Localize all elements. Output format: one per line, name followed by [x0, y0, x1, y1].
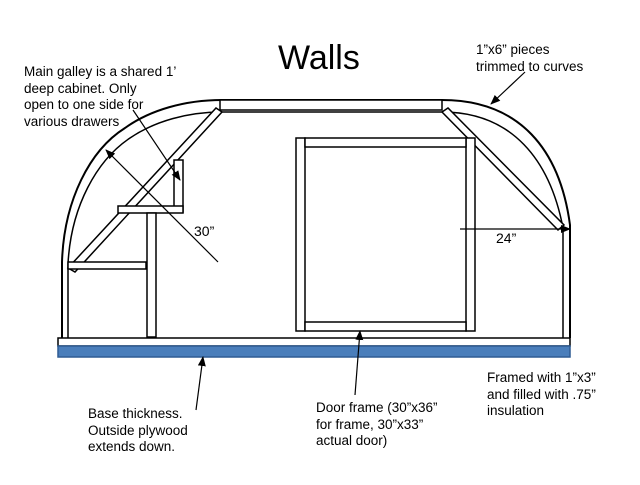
horizontal-dimension-label: 24” — [496, 230, 517, 246]
door-note: Door frame (30”x36” for frame, 30”x33” a… — [316, 400, 438, 448]
galley-note: Main galley is a shared 1’ deep cabinet.… — [24, 64, 177, 129]
left-diagonal-strut — [66, 107, 224, 273]
galley-arrow — [132, 109, 181, 181]
framing-note: Framed with 1”x3” and filled with .75” i… — [487, 370, 596, 418]
base-note: Base thickness. Outside plywood extends … — [88, 406, 188, 454]
inner-wall-profile — [67, 111, 564, 338]
trim-note: 1”x6” pieces trimmed to curves — [476, 42, 584, 74]
diagonal-dimension-label: 30” — [194, 223, 215, 239]
right-diagonal-strut — [440, 107, 566, 232]
floor-board — [57, 337, 571, 347]
door-frame-top — [304, 137, 467, 148]
door-arrow — [354, 330, 364, 396]
page-title: Walls — [278, 39, 360, 77]
diagonal-dimension-line — [105, 149, 219, 263]
outer-wall-profile — [61, 99, 571, 338]
lower-counter — [67, 261, 147, 270]
base-arrow — [195, 356, 206, 411]
top-board — [219, 99, 443, 111]
door-frame-right — [465, 137, 476, 332]
galley-upright — [173, 159, 184, 213]
base-plywood — [57, 345, 571, 358]
door-frame-left — [295, 137, 306, 332]
galley-shelf — [117, 205, 184, 214]
trim-arrow — [490, 71, 526, 105]
door-frame-bottom — [304, 321, 467, 332]
galley-leg — [146, 212, 157, 338]
